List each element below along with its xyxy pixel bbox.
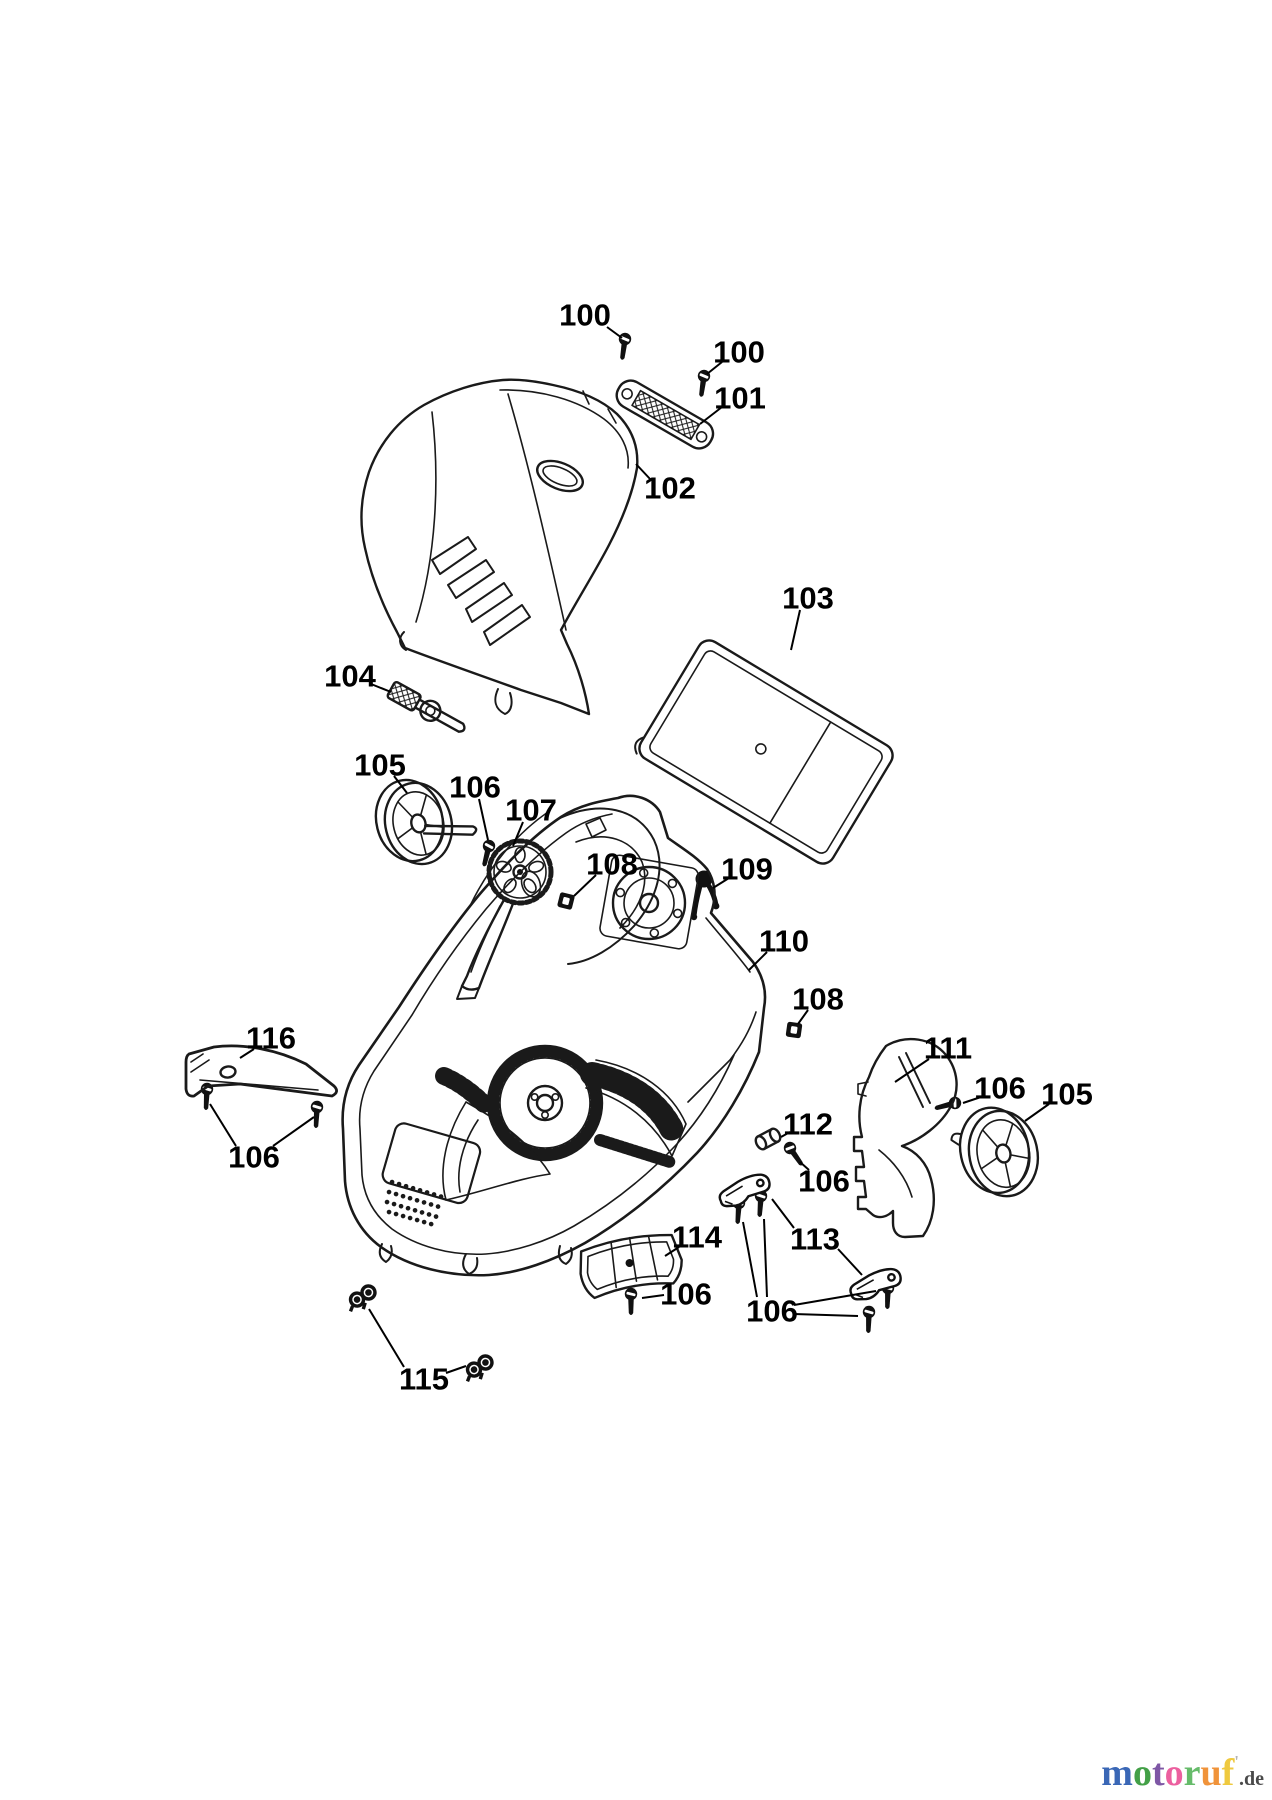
leader-line-115 (368, 1308, 405, 1368)
callout-105-right: 105 (1041, 1077, 1093, 1112)
callout-105-left: 105 (354, 748, 406, 783)
wheel-105-right-drawing (950, 1106, 1040, 1198)
deck-housing-110-drawing (341, 794, 767, 1277)
callout-100-right: 100 (713, 335, 765, 370)
clip-108-lower-drawing (785, 1021, 803, 1039)
callout-109: 109 (721, 852, 773, 887)
handle-insert-101-drawing (615, 379, 715, 450)
logo-tick: ' (1234, 1752, 1239, 1771)
leader-line-103 (790, 609, 801, 651)
callout-111: 111 (924, 1031, 972, 1066)
callout-106-front: 106 (228, 1140, 280, 1175)
cable-clip-115-left-drawing (344, 1283, 380, 1314)
leader-line-106-rear (799, 1161, 810, 1171)
logo-letter: m (1101, 1752, 1133, 1794)
leader-line-106-front-1 (272, 1116, 315, 1147)
callout-108-upper: 108 (586, 847, 638, 882)
callout-108-lower: 108 (792, 982, 844, 1017)
screw-106-front-b-drawing (309, 1100, 324, 1129)
leader-line-106-wheel-left (478, 798, 489, 841)
leader-line-105-left (393, 775, 408, 794)
callout-106-bottom-left: 106 (660, 1277, 712, 1312)
logo-letter: u (1200, 1752, 1222, 1794)
leader-line-106-bottom-center-2 (793, 1290, 877, 1306)
leader-line-106-bottom-center-3 (793, 1313, 859, 1317)
callout-116: 116 (246, 1021, 296, 1056)
logo-letter: o (1164, 1752, 1184, 1794)
mulch-plug-114-drawing (579, 1233, 683, 1300)
leader-line-108-upper (573, 874, 597, 897)
motoruf-logo: motoruf'.de (1101, 1753, 1264, 1792)
bushing-112-drawing (754, 1127, 782, 1151)
leader-line-107 (512, 821, 524, 847)
callout-110: 110 (759, 924, 809, 959)
leader-line-108-lower (797, 1009, 809, 1025)
leader-line-106-front (209, 1103, 237, 1147)
logo-letter: r (1183, 1752, 1201, 1794)
leader-line-113 (771, 1198, 795, 1229)
logo-letter: o (1132, 1752, 1152, 1794)
leader-line-115-1 (445, 1365, 467, 1374)
logo-word: motoruf (1101, 1752, 1234, 1794)
leader-line-106-bottom-center-1 (763, 1218, 768, 1298)
callout-106-wheel-left: 106 (449, 770, 501, 805)
rear-flap-103-drawing (634, 639, 894, 865)
logo-suffix: .de (1239, 1768, 1264, 1790)
leader-line-100-right (706, 361, 723, 375)
leader-line-104 (370, 683, 392, 693)
leader-line-106-bottom-left (641, 1294, 665, 1299)
screw-106-bracket2-b-drawing (862, 1305, 876, 1334)
leader-line-100-left (606, 326, 623, 339)
logo-letter: t (1151, 1752, 1165, 1794)
cable-109-drawing (690, 870, 720, 921)
leader-line-112 (780, 1131, 791, 1138)
leader-line-102 (635, 463, 652, 481)
leader-line-106-bottom-center (742, 1221, 758, 1298)
clip-108-upper-drawing (556, 891, 576, 911)
front-bracket-116-drawing (184, 1044, 338, 1098)
leader-line-109 (712, 877, 730, 889)
leader-line-101 (699, 406, 723, 425)
logo-letter: f (1221, 1752, 1235, 1794)
motor-hood-102-drawing (360, 378, 639, 716)
callout-113: 113 (790, 1222, 840, 1257)
wheel-cover-111-drawing (852, 1038, 958, 1239)
leader-line-111 (894, 1058, 930, 1083)
callout-106-wheel-right: 106 (974, 1071, 1026, 1106)
callout-112: 112 (783, 1107, 833, 1142)
callout-106-rear: 106 (798, 1164, 850, 1199)
leader-line-110 (748, 951, 768, 971)
axle-holder-104-drawing (386, 681, 466, 733)
callout-115: 115 (399, 1362, 449, 1397)
leader-line-116 (239, 1048, 255, 1059)
callout-106-bottom-center: 106 (746, 1294, 798, 1329)
leader-line-105-right (1024, 1103, 1050, 1122)
leader-line-114 (664, 1246, 680, 1257)
callout-104: 104 (324, 659, 376, 694)
leader-line-113-1 (837, 1248, 863, 1276)
gear-107-drawing (456, 838, 554, 1000)
callout-102: 102 (644, 471, 696, 506)
callout-101: 101 (714, 381, 766, 416)
leader-line-106-wheel-right (962, 1096, 982, 1104)
callout-100-left: 100 (559, 298, 611, 333)
cable-clip-115-right-drawing (461, 1353, 497, 1384)
screw-106-mulch-drawing (624, 1287, 638, 1315)
callout-114: 114 (672, 1220, 723, 1255)
callout-103: 103 (782, 581, 834, 616)
callout-107: 107 (505, 793, 557, 828)
bracket-113-right-drawing (846, 1266, 905, 1303)
